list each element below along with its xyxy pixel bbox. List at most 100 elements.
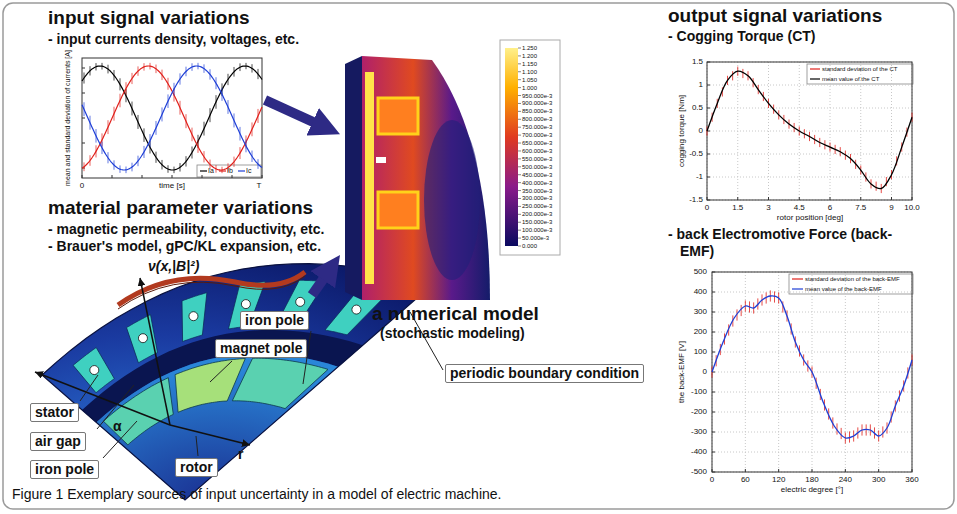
label: 400.000e-3 <box>522 179 552 186</box>
material-panel: material parameter variations- magnetic … <box>25 195 312 485</box>
magnet-pole-shape <box>175 359 245 413</box>
label: 6 <box>828 203 832 212</box>
legend-line <box>810 78 820 79</box>
colorbar <box>500 40 560 255</box>
label: 1.000 <box>522 84 537 91</box>
label: 9 <box>889 203 893 212</box>
label: 0 <box>703 367 707 376</box>
grid-line <box>712 312 912 313</box>
label: 1.250 <box>522 45 537 52</box>
model-panel: a numerical model(stochastic modeling) <box>340 35 565 345</box>
label: 10.0 <box>904 203 920 212</box>
grid-line <box>891 62 892 200</box>
node-text: - magnetic permeability, conductivity, e… <box>48 221 312 238</box>
current-line <box>82 66 262 170</box>
label: 1.100 <box>522 68 537 75</box>
legend-line <box>792 288 803 289</box>
fem-model <box>345 56 490 300</box>
grid-line <box>707 154 912 155</box>
current-curve <box>82 63 262 173</box>
current-curve <box>82 63 262 173</box>
grid-line <box>707 108 912 109</box>
label: 1.050 <box>522 76 537 83</box>
grid-line <box>707 177 912 178</box>
label: time [s] <box>159 181 185 190</box>
colorbar-tick <box>518 143 521 144</box>
label: -400 <box>691 447 707 456</box>
colorbar-tick <box>518 238 521 239</box>
label: 150.000e-3 <box>522 219 552 226</box>
node-text: rotor <box>180 459 213 476</box>
label: 3 <box>766 203 770 212</box>
legend-line <box>810 68 820 69</box>
label: rotor position [deg] <box>777 213 843 222</box>
chart-axes <box>82 58 262 178</box>
colorbar-tick <box>518 87 521 88</box>
label: 500.000e-3 <box>522 163 552 170</box>
colorbar-tick <box>518 48 521 49</box>
slot-marker <box>296 297 305 306</box>
label: 0 <box>710 475 714 484</box>
colorbar-tick <box>518 214 521 215</box>
label: 240 <box>839 475 852 484</box>
label: T <box>257 181 262 190</box>
nu-surface <box>118 272 305 309</box>
part-label: stator <box>30 403 79 422</box>
label: 0.5 <box>692 103 703 112</box>
legend-line <box>219 170 226 171</box>
label: 0 <box>705 203 709 212</box>
node-text: air gap <box>35 433 81 450</box>
label: 50.000e-3 <box>522 235 549 242</box>
chart-axes <box>707 62 912 200</box>
label: 800.000e-3 <box>522 116 552 123</box>
model-face <box>345 56 362 300</box>
label: 950.000e-3 <box>522 92 552 99</box>
chart-axes <box>712 272 912 472</box>
colorbar-tick <box>518 95 521 96</box>
label: 1.150 <box>522 60 537 67</box>
label: -100 <box>691 387 707 396</box>
label: 600.000e-3 <box>522 148 552 155</box>
label: 1.5 <box>732 203 743 212</box>
node-text: - input currents density, voltages, etc. <box>48 31 265 48</box>
part-label: rotor <box>175 458 218 477</box>
colorbar-tick <box>518 79 521 80</box>
node-text: magnet pole <box>220 340 302 357</box>
axes <box>35 278 250 445</box>
colorbar-tick <box>518 182 521 183</box>
iron-pole-shape <box>232 358 328 408</box>
node-text: stator <box>35 404 74 421</box>
plot-frame <box>712 272 912 472</box>
colorbar-tick <box>518 230 521 231</box>
node-text: - Cogging Torque (CT) <box>668 28 950 45</box>
label: -0.5 <box>689 149 703 158</box>
grid-line <box>712 332 912 333</box>
model-core <box>365 72 374 284</box>
part-label: periodic boundary condition <box>445 364 644 383</box>
colorbar-scale <box>505 48 518 246</box>
part-label: magnet pole <box>215 339 307 358</box>
label: -1 <box>696 172 703 181</box>
model-shade <box>424 120 480 280</box>
ct-curve <box>707 67 912 194</box>
grid-line <box>707 85 912 86</box>
label: 700.000e-3 <box>522 132 552 139</box>
figure-frame <box>3 3 954 509</box>
grid-line <box>878 272 879 472</box>
part-label: air gap <box>30 432 86 451</box>
error-bar <box>742 69 743 78</box>
colorbar-tick <box>518 119 521 120</box>
node-text: (stochastic modeling) <box>380 325 565 342</box>
label: 650.000e-3 <box>522 140 552 147</box>
current-line <box>82 66 262 170</box>
label: 300.000e-3 <box>522 195 552 202</box>
label: 500 <box>694 267 707 276</box>
colorbar-tick <box>518 222 521 223</box>
colorbar-tick <box>518 127 521 128</box>
legend-text: mean value of the CT <box>822 76 879 83</box>
stator-slot <box>73 348 114 393</box>
grid-line <box>712 392 912 393</box>
model-coil <box>378 192 418 228</box>
error-bar <box>882 426 883 437</box>
